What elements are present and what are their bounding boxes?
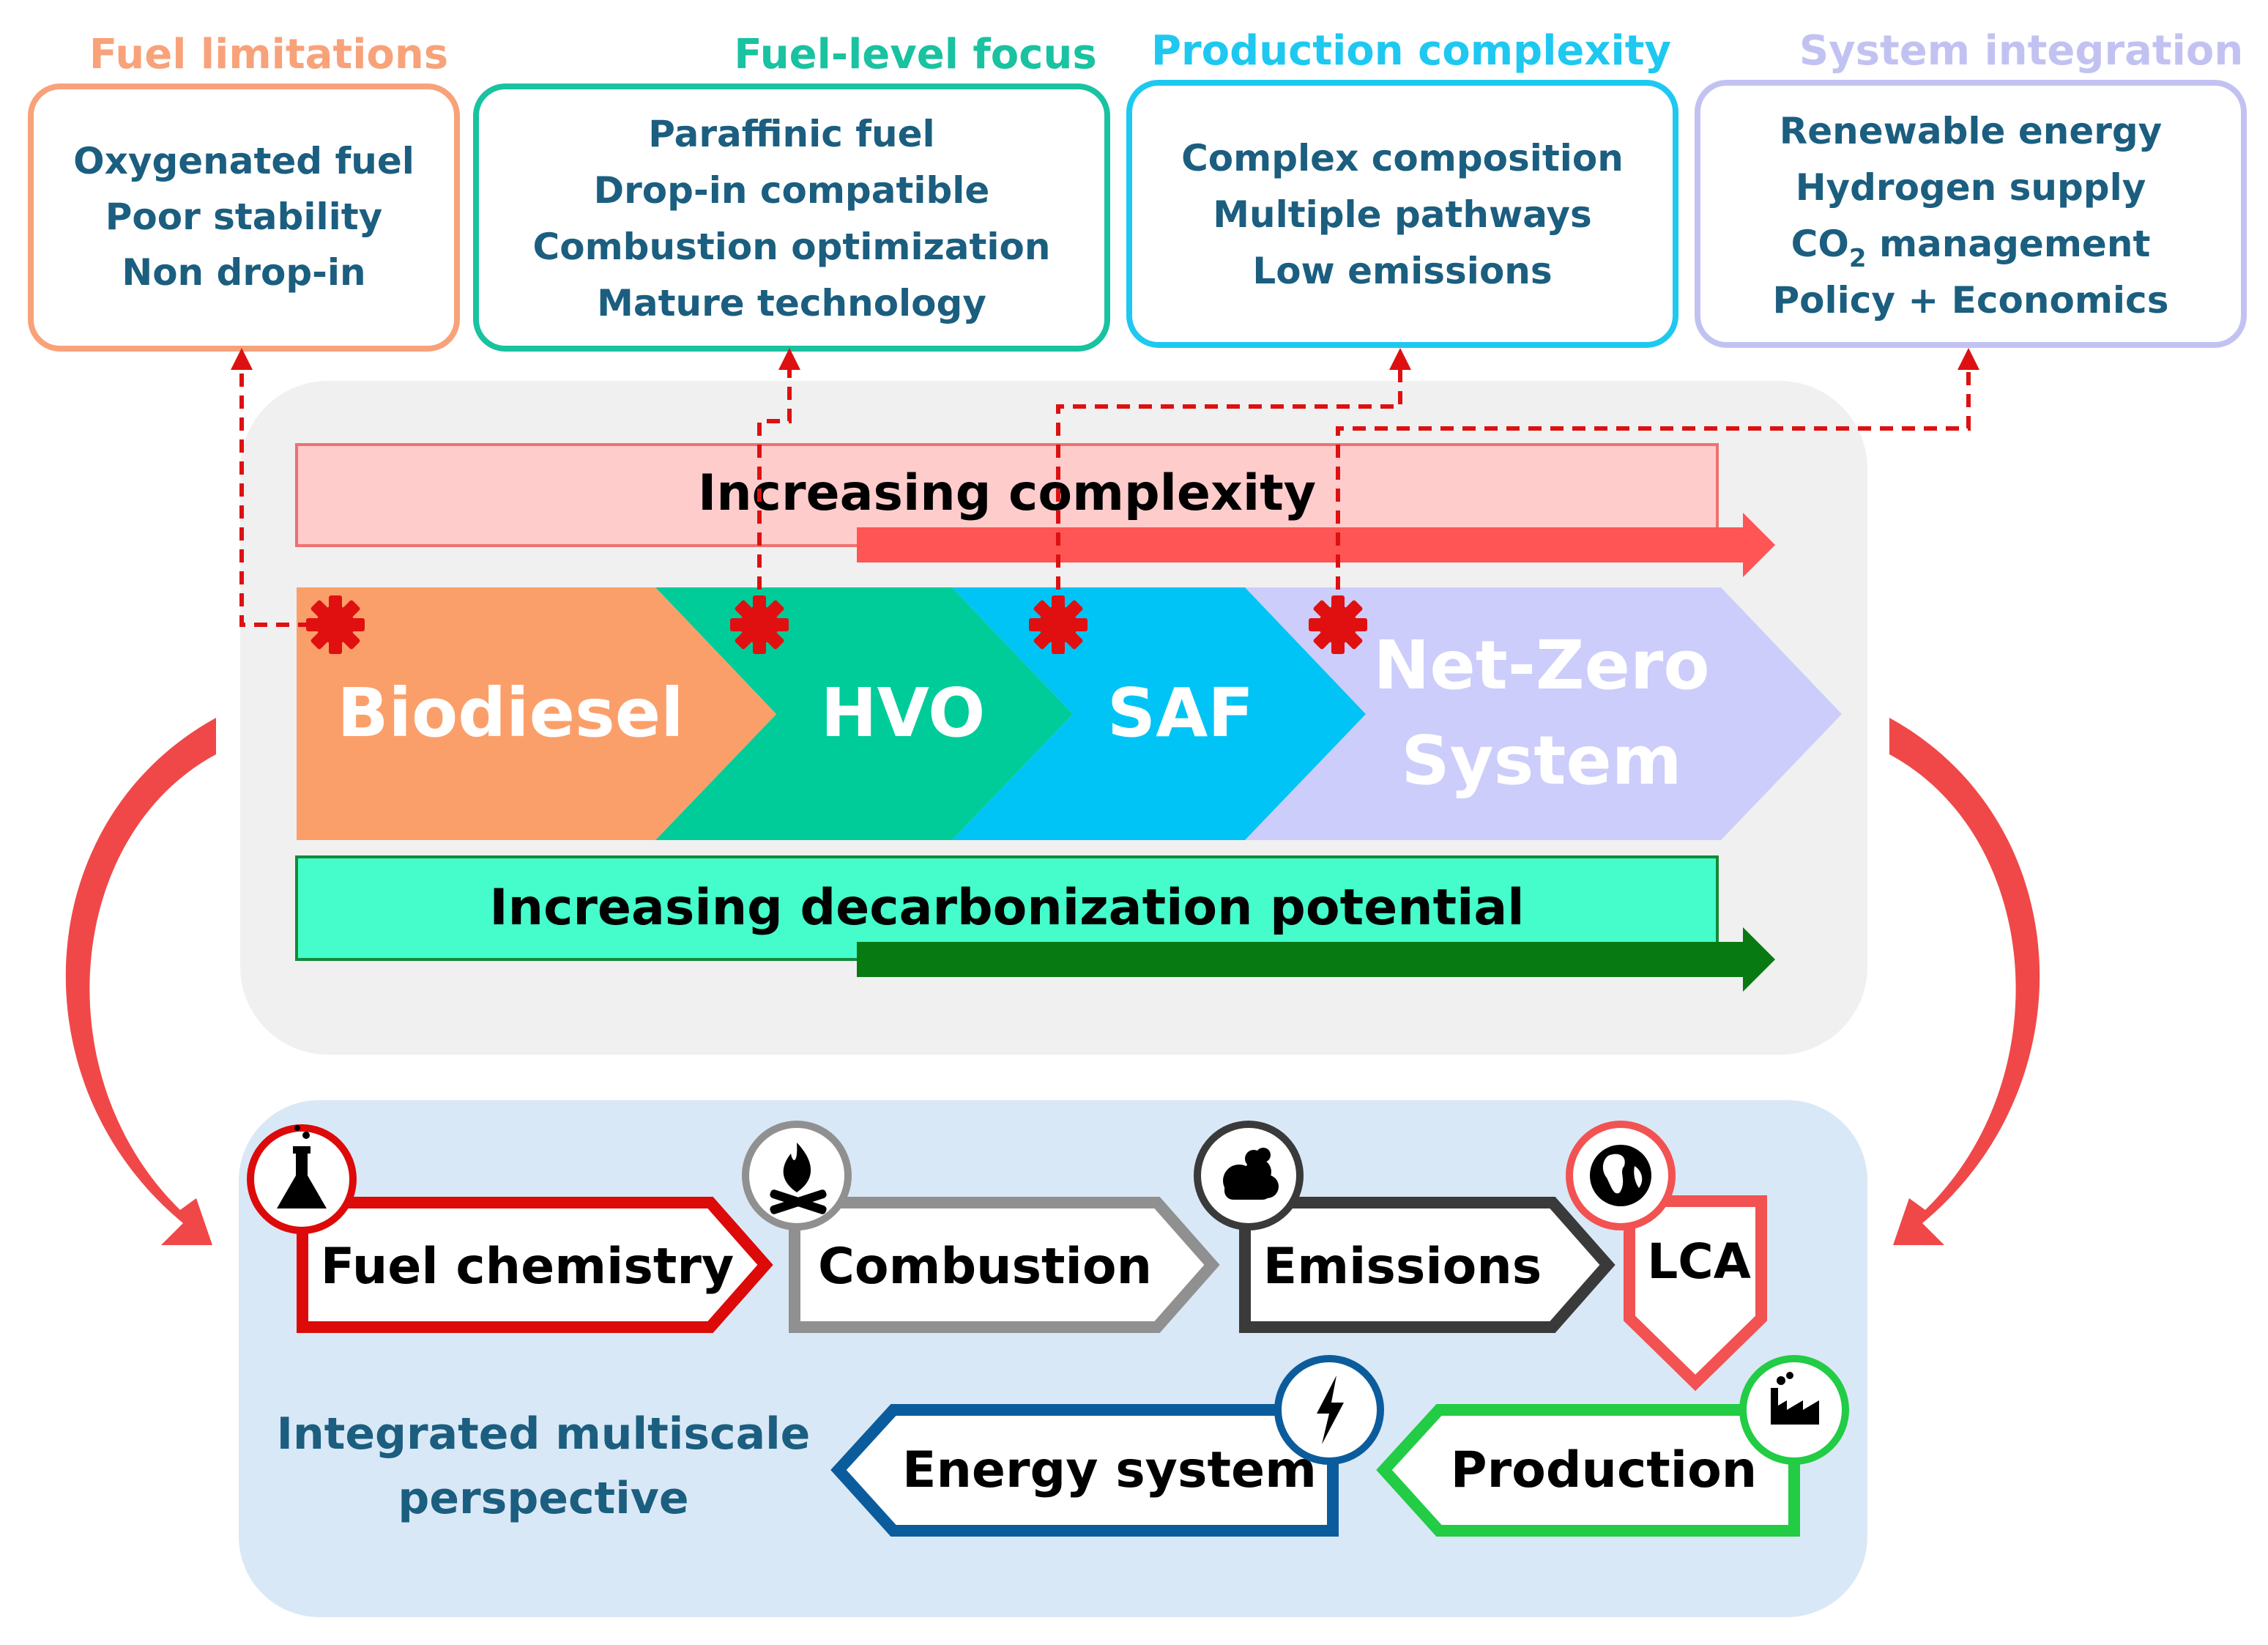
item-energy-system: Energy system [830,1355,1384,1537]
stage-label-hvo: HVO [821,674,986,752]
box-line: Drop-in compatible [594,169,990,212]
box-line-co2: CO2 management [1791,223,2151,273]
top-box-system-integration: System integration Renewable energy Hydr… [1695,27,2247,348]
stage-label-system: System [1401,721,1681,800]
gear-icon [1309,595,1367,654]
stage-label-netzero: Net-Zero [1373,626,1709,705]
stage-biodiesel [297,587,776,840]
complexity-arrow [857,513,1775,577]
box-frame [1126,80,1678,348]
item-production: Production [1376,1355,1849,1537]
tag-label: Energy system [902,1441,1317,1499]
perspective-label: Integrated multiscale [277,1408,811,1460]
flask-icon [277,1125,327,1208]
tag-label: Fuel chemistry [321,1238,734,1296]
perspective-label: perspective [398,1473,688,1524]
box-line: Mature technology [597,282,986,324]
tag-frame [1376,1404,1800,1537]
item-fuel-chemistry: Fuel chemistry [247,1124,773,1333]
box-line: Renewable energy [1780,110,2163,152]
fire-icon [770,1143,827,1214]
decarbonization-label: Increasing decarbonization potential [489,879,1524,937]
heading-fuel-limitations: Fuel limitations [89,31,448,78]
globe-icon [1590,1145,1651,1206]
box-line: Poor stability [105,196,383,238]
cloud-icon [1223,1148,1279,1200]
heading-fuel-level-focus: Fuel-level focus [734,31,1096,78]
tag-frame [297,1197,773,1333]
connector-biodiesel [231,348,333,627]
gear-icon [1029,595,1087,654]
stage-label-biodiesel: Biodiesel [337,674,683,752]
heading-system-integration: System integration [1799,27,2243,75]
box-line: Oxygenated fuel [73,140,414,182]
box-frame [1695,80,2247,348]
box-line: Hydrogen supply [1796,166,2146,209]
factory-icon [1771,1372,1819,1425]
item-emissions: Emissions [1194,1121,1616,1333]
item-combustion: Combustion [742,1121,1220,1333]
top-box-fuel-level-focus: Fuel-level focus Paraffinic fuel Drop-in… [473,31,1110,352]
tag-label: LCA [1647,1233,1751,1290]
box-line: Combustion optimization [533,226,1051,268]
tag-label: Production [1451,1441,1757,1499]
decarbonization-arrow [857,927,1775,992]
tag-label: Emissions [1263,1238,1542,1296]
box-line: Policy + Economics [1773,279,2169,322]
box-line: Multiple pathways [1213,193,1592,236]
top-box-fuel-limitations: Fuel limitations Oxygenated fuel Poor st… [28,31,460,352]
connector-saf [1056,348,1411,612]
tag-frame [1624,1195,1767,1392]
connector-netzero [1336,348,1979,612]
tag-frame [1239,1197,1616,1333]
item-lca: LCA [1566,1121,1767,1392]
dashed-connectors [231,348,1979,627]
tag-frame [830,1404,1339,1537]
gear-icon [306,595,365,654]
complexity-label: Increasing complexity [698,464,1316,522]
box-line: Low emissions [1252,250,1552,292]
curved-arrow-left [65,718,216,1245]
lightning-icon [1317,1375,1344,1444]
top-box-production-complexity: Production complexity Complex compositio… [1126,27,1678,348]
heading-production-complexity: Production complexity [1151,27,1671,75]
stage-label-saf: SAF [1107,674,1254,752]
tag-label: Combustion [818,1238,1152,1296]
box-line: Paraffinic fuel [648,113,934,155]
curved-arrow-right [1889,718,2040,1245]
box-line: Complex composition [1181,137,1624,179]
gear-icon [730,595,789,654]
stage-netzero [1245,587,1842,840]
tag-frame [789,1197,1220,1333]
box-line: Non drop-in [122,251,365,294]
connector-hvo [757,348,800,612]
